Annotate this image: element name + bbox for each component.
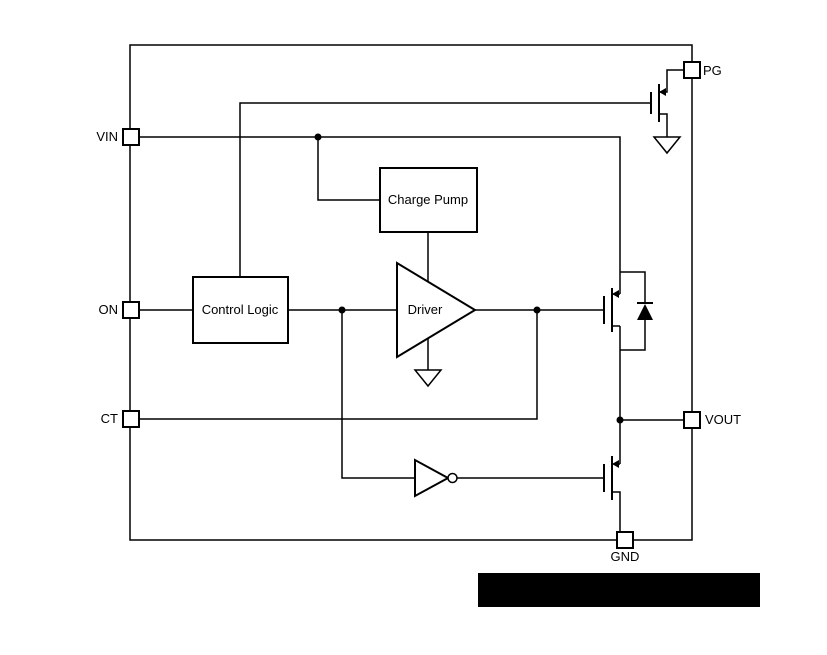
on-pin-square bbox=[122, 301, 140, 319]
junction-dot-driver-ct bbox=[533, 306, 541, 314]
charge-pump-block bbox=[379, 167, 478, 233]
vin-net bbox=[139, 136, 621, 294]
junction-dot-vin-chargepump bbox=[314, 133, 322, 141]
discharge-fet-arrow bbox=[612, 460, 619, 468]
vout-net bbox=[619, 326, 684, 464]
inverter-bubble bbox=[447, 472, 458, 484]
vout-pin-label: VOUT bbox=[705, 412, 741, 427]
junction-dot-vout bbox=[616, 416, 624, 424]
ct-pin-square bbox=[122, 410, 140, 428]
control-logic-label: Control Logic bbox=[202, 302, 279, 317]
body-diode-triangle bbox=[637, 304, 653, 320]
discharge-fet-source-lead bbox=[612, 491, 621, 532]
pg-fet-arrow bbox=[659, 88, 666, 96]
control-logic-block bbox=[192, 276, 289, 344]
driver-buffer-triangle bbox=[396, 261, 477, 359]
pg-pin-label: PG bbox=[703, 63, 722, 78]
driver-label: Driver bbox=[408, 302, 443, 317]
redacted-bar bbox=[478, 573, 760, 607]
ct-net bbox=[139, 310, 538, 420]
body-diode bbox=[637, 302, 653, 320]
vin-pin-square bbox=[122, 128, 140, 146]
junction-dot-on-branch bbox=[338, 306, 346, 314]
ct-pin-label: CT bbox=[101, 411, 118, 426]
vout-pin-square bbox=[683, 411, 701, 429]
inverter-input-net bbox=[341, 310, 415, 479]
charge-pump-label: Charge Pump bbox=[388, 192, 468, 207]
inverter-triangle bbox=[414, 458, 451, 498]
pass-fet-arrow bbox=[612, 290, 619, 298]
gnd-pin-label: GND bbox=[611, 549, 640, 564]
pg-fet-source-lead bbox=[659, 113, 668, 137]
pg-fet-drain-lead bbox=[659, 69, 684, 93]
pg-gate-net bbox=[239, 102, 651, 277]
discharge-fet bbox=[603, 456, 619, 500]
gnd-pin-square bbox=[616, 531, 634, 549]
pg-fet bbox=[650, 84, 666, 122]
vin-chargepump-branch bbox=[317, 137, 380, 201]
body-diode-net bbox=[620, 271, 646, 351]
pass-fet bbox=[603, 288, 619, 332]
driver-ground-icon bbox=[413, 369, 443, 388]
on-pin-label: ON bbox=[99, 302, 119, 317]
pg-pin-square bbox=[683, 61, 701, 79]
vin-pin-label: VIN bbox=[96, 129, 118, 144]
chip-boundary bbox=[129, 44, 693, 541]
wires bbox=[139, 69, 684, 532]
pg-ground-icon bbox=[652, 136, 682, 155]
pass-fet-leads bbox=[612, 293, 620, 327]
